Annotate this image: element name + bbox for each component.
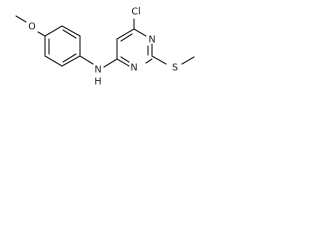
pyrimidine-double-bond-3 bbox=[120, 56, 130, 63]
atom-label-chlorine: Cl bbox=[131, 7, 140, 18]
pyrimidine-bond-n3-c4 bbox=[116, 58, 130, 67]
bond-carbon-sulfur bbox=[151, 55, 167, 65]
benzene-bond-6 bbox=[44, 25, 63, 37]
bond-methyl-oxygen bbox=[15, 15, 27, 23]
bond-aryl-amine bbox=[79, 55, 94, 65]
benzene-bond-3 bbox=[61, 55, 81, 67]
atom-label-amine-hydrogen: H bbox=[94, 77, 101, 88]
chemical-structure-canvas: O Cl N N N H S bbox=[0, 0, 231, 98]
atom-label-ring-nitrogen-2: N bbox=[130, 63, 137, 74]
atom-label-amine-nitrogen: N bbox=[94, 65, 101, 76]
pyrimidine-bond-c2-n3 bbox=[145, 58, 153, 64]
bond-amine-pyrimidine bbox=[103, 58, 118, 68]
benzene-double-bond-3 bbox=[62, 29, 77, 39]
atom-label-sulfur: S bbox=[172, 63, 178, 74]
benzene-double-bond-2 bbox=[62, 53, 77, 63]
pyrimidine-double-bond-1 bbox=[120, 33, 133, 42]
benzene-bond-2 bbox=[44, 55, 63, 67]
pyrimidine-bond-c6-n1 bbox=[133, 28, 147, 37]
pyrimidine-ring bbox=[116, 28, 153, 67]
atom-label-oxygen: O bbox=[28, 22, 35, 33]
benzene-bond-5 bbox=[61, 25, 81, 37]
atom-label-ring-nitrogen-1: N bbox=[148, 35, 155, 46]
benzene-ring bbox=[44, 25, 81, 67]
bond-sulfur-methyl bbox=[181, 56, 195, 65]
bond-oxygen-aryl bbox=[37, 31, 46, 37]
structure-drawing: O Cl N N N H S bbox=[15, 7, 195, 88]
pyrimidine-bond-c5-c6 bbox=[116, 28, 135, 40]
